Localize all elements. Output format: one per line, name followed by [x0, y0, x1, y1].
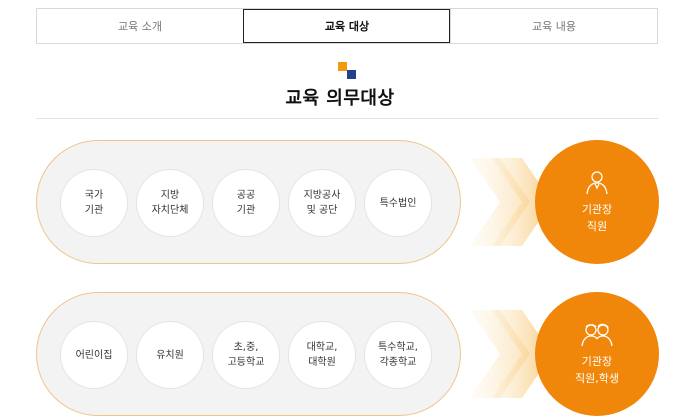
chevron-arrows-icon: [470, 310, 552, 398]
tab-education-target[interactable]: 교육 대상: [243, 9, 450, 43]
result-circle-staff: 기관장 직원: [535, 140, 659, 264]
result-label: 기관장 직원: [581, 203, 613, 233]
target-group-schools: 어린이집 유치원 초,중, 고등학교 대학교, 대학원 특수학교, 각종학교 기…: [36, 292, 680, 416]
chevron-arrows-icon: [470, 158, 552, 246]
category-item: 공공 기관: [213, 170, 279, 236]
category-item: 특수법인: [365, 170, 431, 236]
category-item: 특수학교, 각종학교: [365, 322, 431, 388]
divider: [36, 118, 658, 119]
category-item: 유치원: [137, 322, 203, 388]
people-group-icon: [581, 323, 613, 347]
result-label: 기관장 직원,학생: [575, 355, 619, 385]
tab-education-intro[interactable]: 교육 소개: [37, 9, 243, 43]
category-item: 지방 자치단체: [137, 170, 203, 236]
category-pill: 국가 기관 지방 자치단체 공공 기관 지방공사 및 공단 특수법인: [36, 140, 461, 264]
page-title: 교육 의무대상: [285, 88, 395, 109]
category-item: 국가 기관: [61, 170, 127, 236]
category-pill: 어린이집 유치원 초,중, 고등학교 대학교, 대학원 특수학교, 각종학교: [36, 292, 461, 416]
result-circle-staff-students: 기관장 직원,학생: [535, 292, 659, 416]
category-item: 어린이집: [61, 322, 127, 388]
target-group-public: 국가 기관 지방 자치단체 공공 기관 지방공사 및 공단 특수법인 기관장 직…: [36, 140, 680, 264]
category-item: 대학교, 대학원: [289, 322, 355, 388]
tab-education-content[interactable]: 교육 내용: [450, 9, 657, 43]
category-item: 지방공사 및 공단: [289, 170, 355, 236]
title-decoration-icon: [338, 62, 358, 80]
person-icon: [586, 171, 608, 195]
category-item: 초,중, 고등학교: [213, 322, 279, 388]
tab-bar: 교육 소개 교육 대상 교육 내용: [36, 8, 658, 44]
